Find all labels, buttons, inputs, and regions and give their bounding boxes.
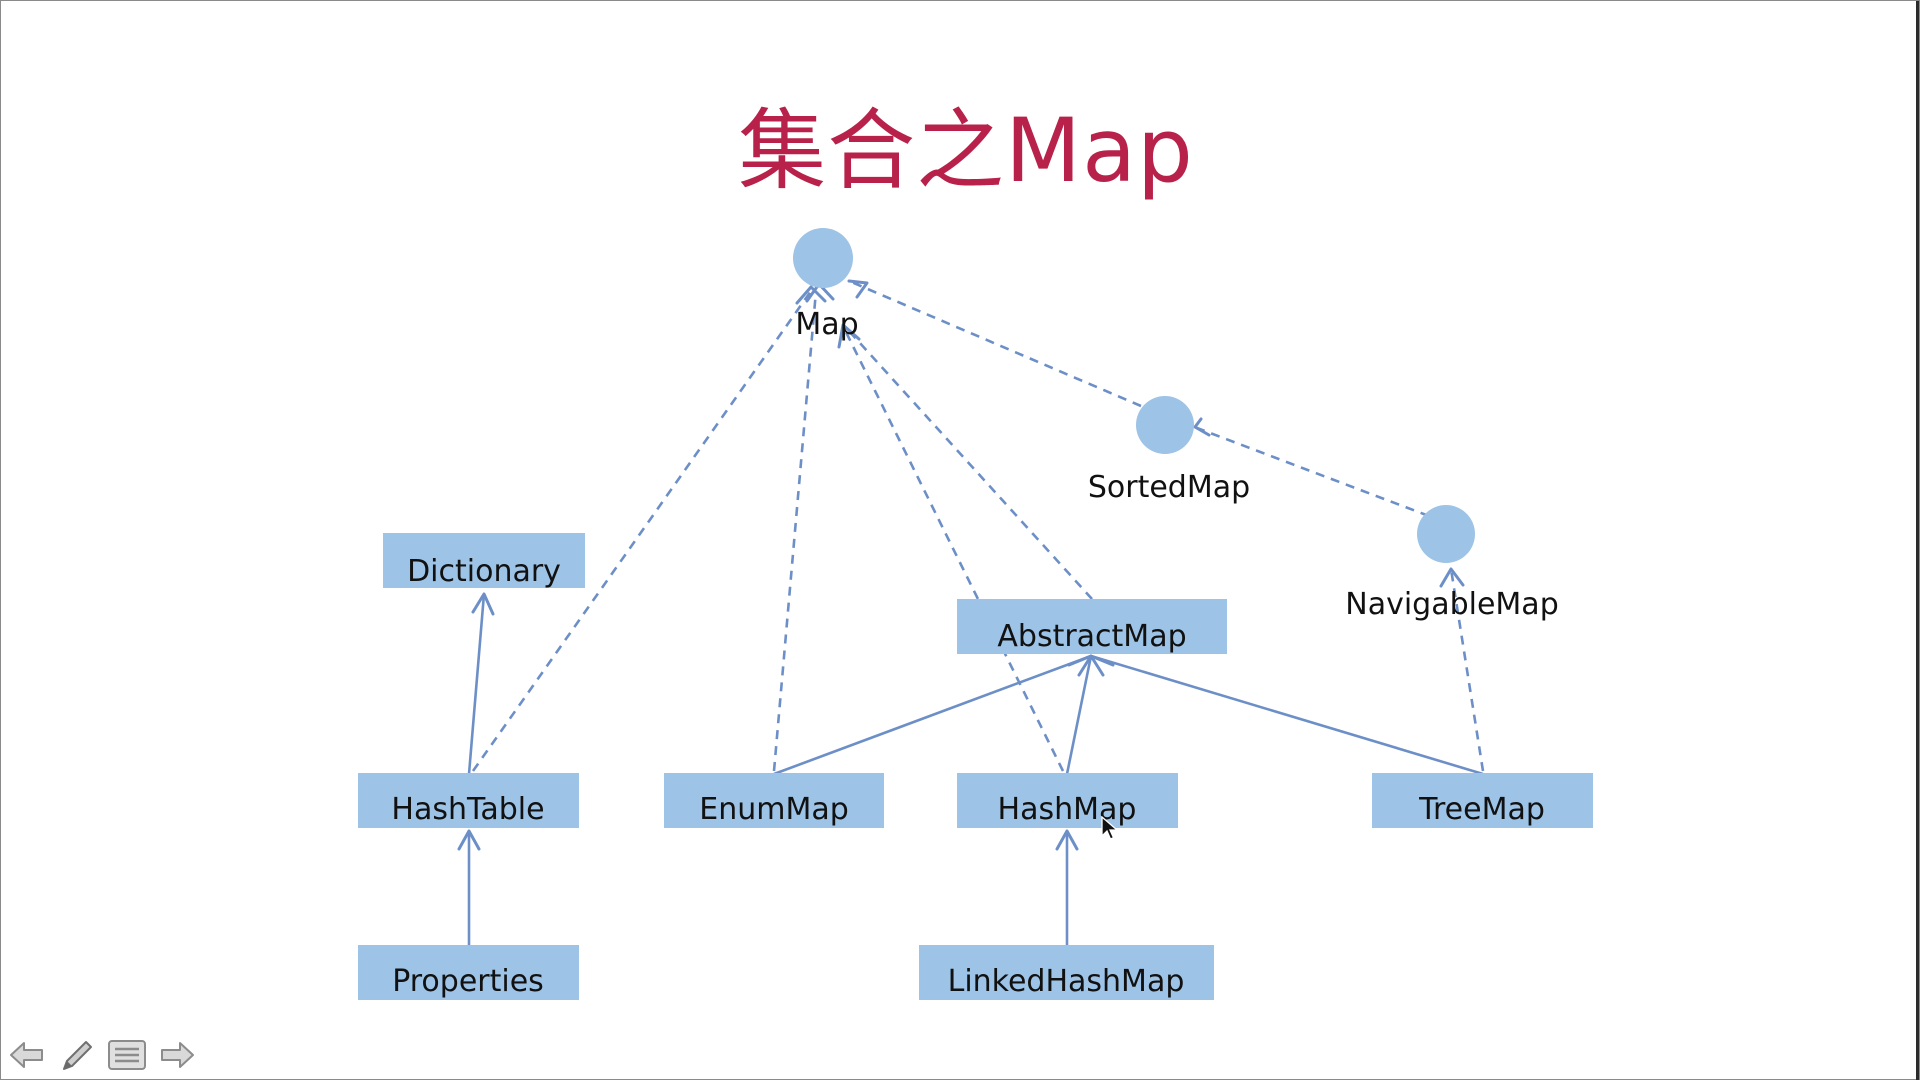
- enummap-box: [664, 773, 884, 828]
- edge-enummap-map: [772, 290, 818, 772]
- slide-title: 集合之Map: [738, 99, 1194, 202]
- node-hashtable[interactable]: HashTable: [358, 773, 579, 828]
- presentation-toolbar: [7, 1035, 197, 1075]
- arrowhead-navigablemap: [1439, 567, 1465, 588]
- hashtable-box: [358, 773, 579, 828]
- dictionary-label: Dictionary: [407, 554, 561, 589]
- arrowhead-abstractmap-2: [1077, 654, 1105, 677]
- menu-icon: [108, 1040, 146, 1070]
- pen-tool-button[interactable]: [57, 1037, 97, 1073]
- hashtable-label: HashTable: [391, 792, 544, 827]
- dictionary-box: [383, 533, 585, 588]
- node-sortedmap[interactable]: SortedMap: [1088, 396, 1250, 505]
- node-abstractmap[interactable]: AbstractMap: [957, 599, 1227, 654]
- pen-icon: [63, 1041, 92, 1070]
- arrowhead-dictionary: [471, 592, 495, 616]
- window-edge: [1916, 1, 1919, 1080]
- node-navigablemap[interactable]: NavigableMap: [1345, 505, 1559, 622]
- hashmap-box: [957, 773, 1178, 828]
- arrow-right-icon: [161, 1042, 194, 1068]
- edge-hashmap-abstractmap: [1065, 655, 1093, 775]
- node-map[interactable]: Map: [793, 228, 859, 342]
- abstractmap-box: [957, 599, 1227, 654]
- slide-menu-button[interactable]: [107, 1037, 147, 1073]
- next-slide-button[interactable]: [157, 1037, 197, 1073]
- arrowhead-map-1: [795, 285, 827, 305]
- edge-sortedmap-map: [848, 279, 1142, 408]
- hashmap-label: HashMap: [998, 792, 1137, 827]
- properties-box: [358, 945, 579, 1000]
- map-circle: [793, 228, 853, 288]
- node-linkedhashmap[interactable]: LinkedHashMap: [919, 945, 1214, 1000]
- enummap-label: EnumMap: [699, 792, 849, 827]
- node-properties[interactable]: Properties: [358, 945, 579, 1000]
- edge-treemap-navigablemap: [1449, 568, 1485, 772]
- arrowhead-hashtable: [457, 829, 481, 851]
- node-enummap[interactable]: EnumMap: [664, 773, 884, 828]
- sortedmap-label: SortedMap: [1088, 470, 1250, 505]
- treemap-box: [1372, 773, 1593, 828]
- mouse-cursor-icon: [1101, 816, 1119, 840]
- linkedhashmap-label: LinkedHashMap: [948, 964, 1185, 999]
- node-treemap[interactable]: TreeMap: [1372, 773, 1593, 828]
- edge-treemap-abstractmap: [1090, 654, 1484, 776]
- properties-label: Properties: [392, 964, 544, 999]
- edge-hashtable-map: [471, 290, 813, 772]
- node-hashmap[interactable]: HashMap: [957, 773, 1178, 828]
- arrowhead-map-3: [837, 323, 861, 349]
- edge-enummap-abstractmap: [773, 654, 1092, 776]
- treemap-label: TreeMap: [1418, 792, 1545, 827]
- map-label: Map: [795, 307, 858, 342]
- arrowhead-map-4: [847, 279, 869, 299]
- arrowhead-hashmap: [1055, 829, 1079, 851]
- navigablemap-label: NavigableMap: [1345, 587, 1559, 622]
- arrowhead-sortedmap: [1193, 417, 1211, 437]
- edge-abstractmap-map: [848, 330, 1093, 600]
- linkedhashmap-box: [919, 945, 1214, 1000]
- sortedmap-circle: [1136, 396, 1194, 454]
- edge-hashmap-map: [841, 325, 1065, 772]
- navigablemap-circle: [1417, 505, 1475, 563]
- previous-slide-button[interactable]: [7, 1037, 47, 1073]
- arrow-left-icon: [10, 1042, 43, 1068]
- edge-hashtable-dictionary: [467, 593, 486, 775]
- abstractmap-label: AbstractMap: [997, 619, 1186, 654]
- node-dictionary[interactable]: Dictionary: [383, 533, 585, 589]
